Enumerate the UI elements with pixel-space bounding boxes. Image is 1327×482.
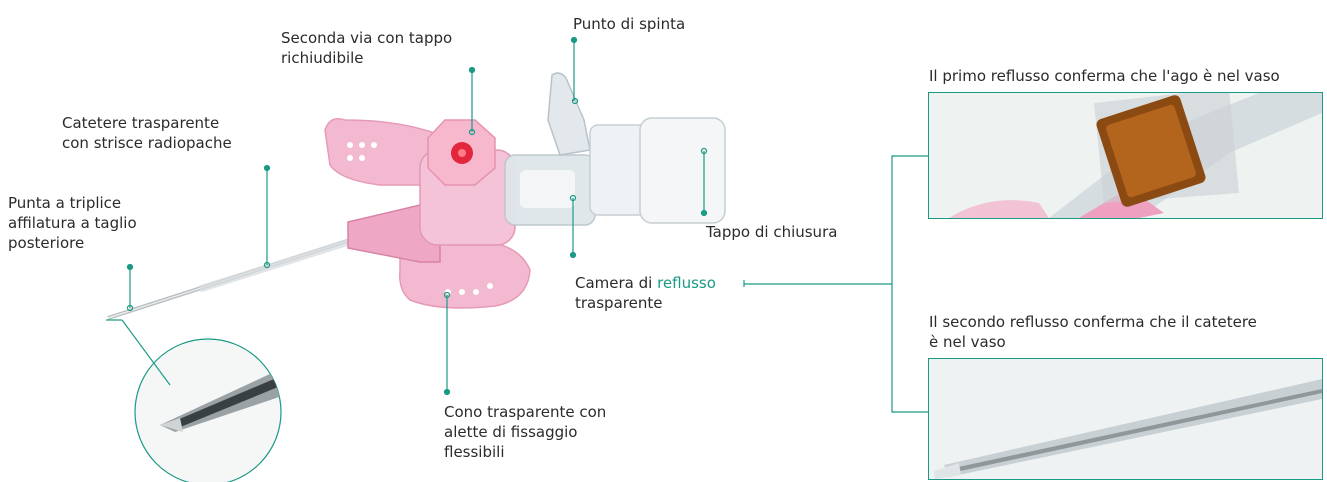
label-tappo-chiusura: Tappo di chiusura: [706, 223, 838, 241]
panel-primo-caption: Il primo reflusso conferma che l'ago è n…: [929, 67, 1280, 85]
closure-cap-end: [639, 117, 726, 224]
upper-wing: [324, 118, 441, 186]
panel-secondo-image: [928, 358, 1323, 480]
panel-primo-image: [928, 92, 1323, 219]
panel-secondo-caption: Il secondo reflusso conferma che il cate…: [929, 313, 1257, 351]
label-camera-highlight: reflusso: [657, 274, 716, 292]
catheter-sleeve: [198, 237, 354, 293]
label-camera: Camera di reflusso trasparente: [575, 274, 716, 312]
label-punto-spinta: Punto di spinta: [573, 15, 686, 33]
push-tab: [547, 72, 591, 156]
